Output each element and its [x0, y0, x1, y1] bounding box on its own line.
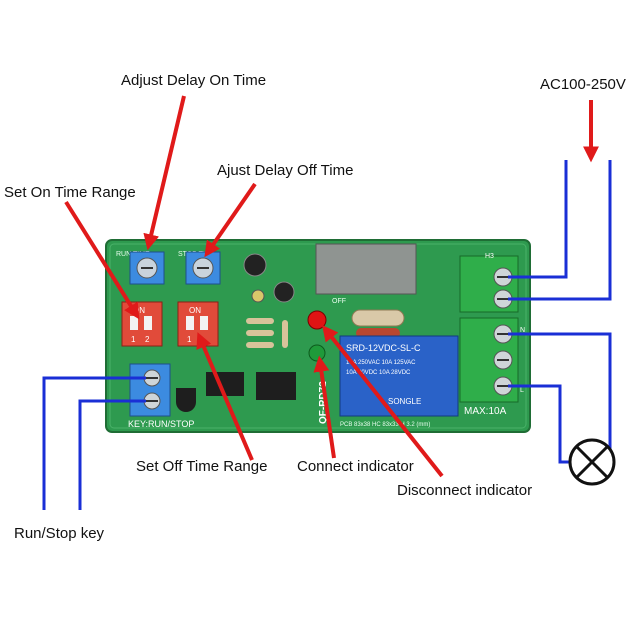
run-dip-switch-icon[interactable]: ON 1 2 [121, 301, 163, 347]
capacitors [243, 253, 295, 303]
label-adjust-delay-on: Adjust Delay On Time [121, 72, 267, 89]
max-rating: MAX:10A [464, 406, 507, 417]
key-silk: KEY:RUN/STOP [128, 419, 194, 429]
arrow-delay-off [204, 182, 257, 258]
ic-chip [206, 372, 296, 400]
relay-model: SRD-12VDC-SL-C [346, 343, 421, 353]
lamp-icon [568, 438, 616, 486]
stop-dip-switch-icon[interactable]: ON 1 [177, 301, 219, 347]
relay-line-1: 10A 250VAC 10A 125VAC [346, 360, 416, 366]
label-run-stop-key: Run/Stop key [14, 525, 105, 542]
label-ac-voltage: AC100-250V [540, 76, 626, 93]
run-dip-2: 2 [145, 335, 150, 344]
model-silk: QF-RD72 [318, 381, 329, 424]
relay-line-2: 10A 30VDC 10A 28VDC [346, 370, 411, 376]
transistor [176, 388, 196, 412]
arrow-disconnect [322, 324, 444, 478]
label-set-on-range: Set On Time Range [4, 184, 136, 201]
stop-dip-1: 1 [187, 335, 192, 344]
power-module [315, 243, 417, 295]
disconnect-led-icon [307, 310, 327, 330]
stop-time-potentiometer-icon[interactable] [185, 251, 221, 285]
wiring [42, 160, 615, 510]
arrow-delay-on [143, 95, 186, 251]
term-n-silk: N [520, 327, 525, 334]
relay: SRD-12VDC-SL-C 10A 250VAC 10A 125VAC 10A… [339, 335, 459, 417]
label-set-off-range: Set Off Time Range [136, 458, 268, 475]
relay-brand: SONGLE [388, 397, 421, 406]
arrow-connect [313, 355, 336, 459]
term-l-silk: L [520, 387, 524, 394]
stop-dip-on: ON [189, 306, 201, 315]
output-terminal-block: N L [459, 317, 525, 403]
arrow-set-off-range [196, 332, 254, 461]
key-terminal-block [129, 363, 171, 417]
pcb-note: PCB 83x38 HC 83x33 H 3.2 (mm) [340, 422, 430, 428]
run-dip-1: 1 [131, 335, 136, 344]
arrows [64, 95, 599, 478]
circuit-board: RUN TIME STOP TIME ON 1 2 ON 1 [105, 239, 531, 433]
label-disconnect-indicator: Disconnect indicator [397, 482, 533, 499]
connect-led-icon [308, 344, 326, 362]
arrow-set-on-range [64, 200, 140, 320]
h3-silk: H3 [485, 253, 494, 260]
label-connect-indicator: Connect indicator [297, 458, 414, 475]
run-time-potentiometer-icon[interactable] [129, 251, 165, 285]
power-terminal-block: H3 [459, 253, 519, 313]
label-adjust-delay-off: Ajust Delay Off Time [217, 162, 354, 179]
off-silk: OFF [332, 298, 346, 305]
